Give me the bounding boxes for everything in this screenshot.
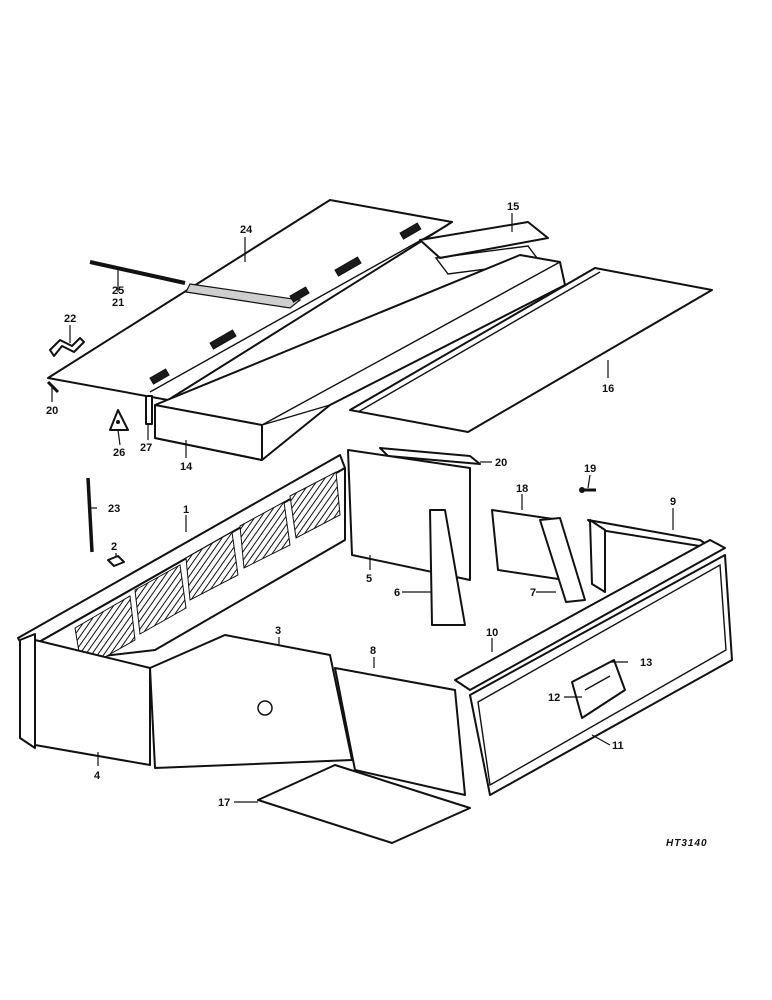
leader-lines: [51, 213, 674, 803]
side-panel-8: [334, 667, 466, 796]
callout-4: 4: [94, 770, 101, 782]
clip-part-2: [107, 555, 125, 567]
window-glass: [571, 659, 626, 719]
callout-24: 24: [240, 224, 253, 236]
callout-22: 22: [64, 313, 76, 325]
callout-20-middle: 20: [495, 457, 507, 469]
callout-10: 10: [486, 627, 498, 639]
figure-code: HT3140: [666, 838, 708, 849]
hinge-pin-left: [46, 380, 60, 394]
callout-21: 21: [112, 297, 124, 309]
callout-15: 15: [507, 201, 519, 213]
callout-27: 27: [140, 442, 152, 454]
top-cover-panel: [47, 199, 453, 401]
callout-16: 16: [602, 383, 614, 395]
callout-2: 2: [111, 541, 117, 553]
floor-panel-17: [257, 764, 471, 844]
callout-14: 14: [180, 461, 193, 473]
callout-19: 19: [584, 463, 596, 475]
end-panel-4: [19, 633, 151, 766]
callout-8: 8: [370, 645, 376, 657]
callout-6: 6: [394, 587, 400, 599]
callout-13: 13: [640, 657, 652, 669]
callout-5: 5: [366, 573, 372, 585]
angle-bracket-20: [379, 447, 481, 465]
bracket-part: [109, 409, 129, 431]
callout-11: 11: [612, 740, 624, 752]
clip-part: [49, 337, 85, 357]
rod-part: [89, 260, 186, 285]
callout-18: 18: [516, 483, 528, 495]
bolt-19: [579, 487, 596, 493]
callout-23: 23: [108, 503, 120, 515]
post-part: [145, 395, 153, 425]
rod-part-23: [86, 477, 94, 553]
callout-20-left: 20: [46, 405, 58, 417]
callout-7: 7: [530, 587, 536, 599]
side-panel-3: [149, 634, 353, 769]
callout-9: 9: [670, 496, 676, 508]
angle-part-7: [539, 517, 586, 603]
callout-26: 26: [113, 447, 125, 459]
gusset-panel-6: [429, 509, 466, 626]
callout-1: 1: [183, 504, 189, 516]
callout-17: 17: [218, 797, 230, 809]
callout-25: 25: [112, 285, 124, 297]
callout-labels: 24 15 25 21 22 20 26 27 14 16 20 19 18 9…: [46, 201, 676, 809]
callout-12: 12: [548, 692, 560, 704]
side-panel-16: [349, 267, 713, 433]
rear-screen-frame: [17, 454, 346, 671]
hood-body: [154, 254, 566, 461]
callout-3: 3: [275, 625, 281, 637]
